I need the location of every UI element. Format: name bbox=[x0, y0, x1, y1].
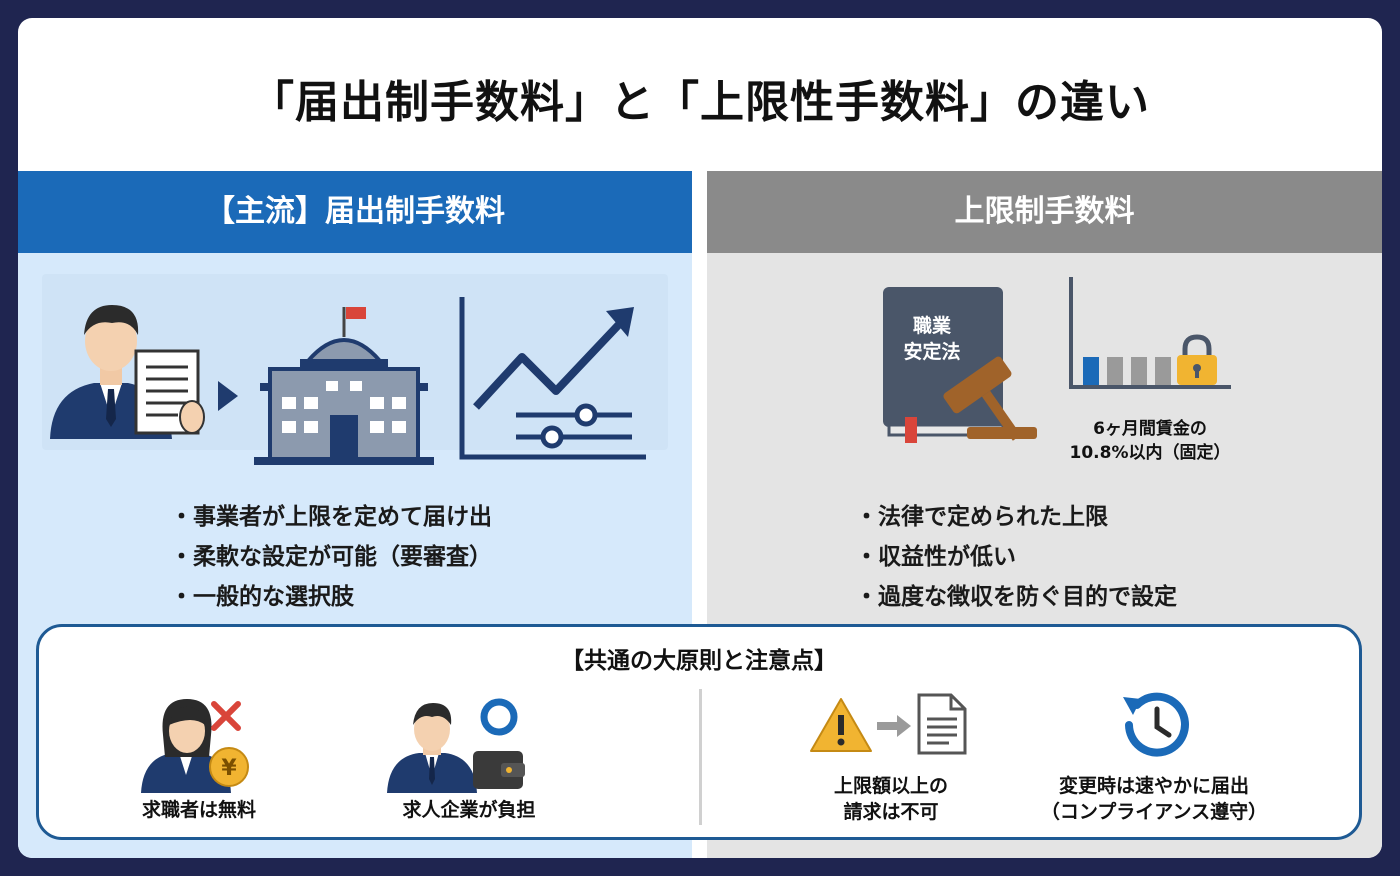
common-item-label: 上限額以上の 請求は不可 bbox=[833, 775, 948, 823]
law-book-gavel-icon bbox=[883, 287, 1037, 443]
warning-icon bbox=[810, 698, 872, 752]
businessman-with-document-icon bbox=[50, 305, 205, 439]
right-bullet-item: 法律で定められた上限 bbox=[855, 497, 1177, 537]
government-building-icon bbox=[254, 307, 434, 465]
right-header: 上限制手数料 bbox=[707, 171, 1382, 253]
infographic-card: 「届出制手数料」と「上限性手数料」の違い 【主流】届出制手数料 bbox=[18, 18, 1382, 858]
wallet-icon bbox=[473, 751, 525, 789]
arrow-right-icon bbox=[877, 715, 911, 737]
growth-chart-icon bbox=[459, 297, 646, 460]
book-title: 職業 安定法 bbox=[903, 315, 961, 363]
employer-man-icon bbox=[387, 703, 477, 793]
left-bullet-item: 一般的な選択肢 bbox=[170, 577, 492, 617]
left-bullet-item: 柔軟な設定が可能（要審査） bbox=[170, 537, 492, 577]
left-bullet-item: 事業者が上限を定めて届け出 bbox=[170, 497, 492, 537]
right-arrow-icon bbox=[218, 381, 238, 411]
padlock-icon bbox=[1177, 334, 1217, 385]
left-bullet-list: 事業者が上限を定めて届け出 柔軟な設定が可能（要審査） 一般的な選択肢 bbox=[170, 497, 492, 617]
cross-mark-icon bbox=[211, 701, 241, 731]
common-item-label: 変更時は速やかに届出 （コンプライアンス遵守） bbox=[1040, 775, 1268, 823]
job-seeker-woman-icon bbox=[141, 699, 231, 793]
page-title: 「届出制手数料」と「上限性手数料」の違い bbox=[250, 77, 1150, 128]
divider bbox=[699, 689, 702, 825]
common-principles-box: 【共通の大原則と注意点】 ¥ 求職者は無料 bbox=[36, 624, 1362, 840]
yen-coin-icon: ¥ bbox=[209, 747, 249, 787]
common-item-label: 求人企業が負担 bbox=[402, 799, 536, 821]
capped-bar-chart-icon bbox=[1069, 277, 1231, 389]
right-bullet-item: 過度な徴収を防ぐ目的で設定 bbox=[855, 577, 1177, 617]
right-bullet-item: 収益性が低い bbox=[855, 537, 1177, 577]
right-bullet-list: 法律で定められた上限 収益性が低い 過度な徴収を防ぐ目的で設定 bbox=[855, 497, 1177, 617]
common-item-label: 求職者は無料 bbox=[141, 799, 256, 821]
right-column: 上限制手数料 職業 安定法 bbox=[707, 171, 1382, 858]
chart-caption: 6ヶ月間賃金の 10.8%以内（固定） bbox=[1069, 419, 1231, 463]
left-column: 【主流】届出制手数料 bbox=[18, 171, 692, 858]
svg-text:¥: ¥ bbox=[221, 756, 237, 781]
common-title: 【共通の大原則と注意点】 bbox=[561, 648, 837, 674]
left-header: 【主流】届出制手数料 bbox=[18, 171, 692, 253]
history-clock-icon bbox=[1123, 692, 1189, 757]
circle-mark-icon bbox=[480, 698, 518, 736]
document-icon bbox=[917, 693, 967, 755]
